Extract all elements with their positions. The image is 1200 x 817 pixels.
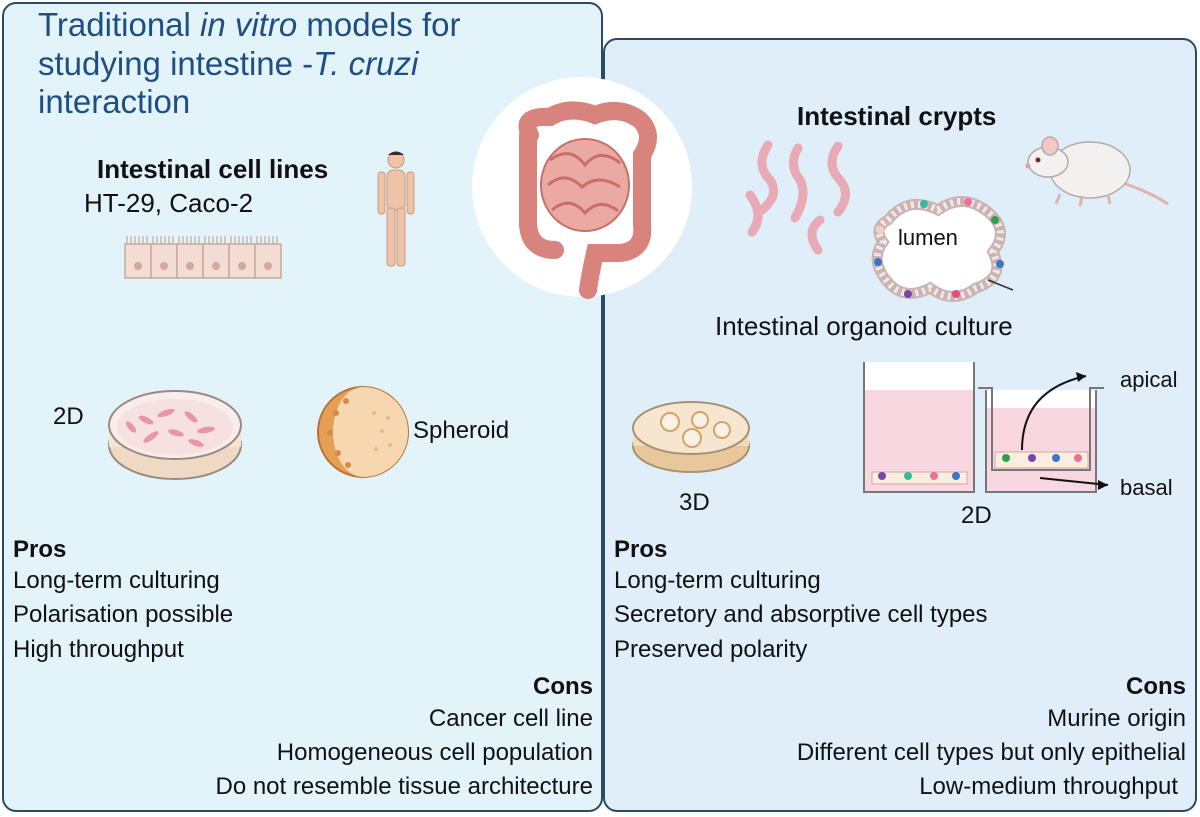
cell-lines-names: HT-29, Caco-2	[84, 188, 254, 218]
left-cons-item: Do not resemble tissue architecture	[215, 773, 593, 800]
basal-label: basal	[1120, 475, 1173, 500]
intestine-icon	[472, 77, 692, 299]
left-2d-label: 2D	[53, 403, 84, 430]
right-pros-item: Secretory and absorptive cell types	[614, 601, 988, 628]
left-pros-item: High throughput	[13, 636, 184, 663]
right-pros-item: Long-term culturing	[614, 567, 821, 594]
epithelial-cells-icon	[124, 236, 282, 279]
left-pros-item: Long-term culturing	[13, 567, 220, 594]
right-3d-label: 3D	[679, 489, 710, 516]
organoid-icon	[871, 196, 1014, 302]
transwell-icon	[863, 362, 1109, 493]
right-pros-heading: Pros	[614, 536, 668, 563]
human-figure-icon	[377, 151, 415, 267]
left-pros-item: Polarisation possible	[13, 601, 234, 628]
left-cons-item: Homogeneous cell population	[276, 739, 593, 766]
crypt-icon	[745, 140, 850, 255]
spheroid-icon	[317, 386, 409, 478]
left-pros-heading: Pros	[13, 536, 67, 563]
petri-dish-icon	[108, 390, 242, 480]
cell-lines-heading: Intestinal cell lines	[97, 154, 329, 184]
apical-label: apical	[1120, 367, 1178, 392]
right-pros-item: Preserved polarity	[614, 636, 808, 663]
petri-dish-3d-icon	[632, 401, 750, 473]
left-cons-item: Cancer cell line	[428, 705, 593, 732]
right-cons-item: Murine origin	[1047, 705, 1186, 732]
mouse-icon	[1025, 136, 1169, 207]
lumen-label: lumen	[898, 225, 958, 250]
right-cons-item: Different cell types but only epithelial	[796, 739, 1186, 766]
spheroid-label: Spheroid	[413, 417, 510, 444]
crypts-heading: Intestinal crypts	[797, 101, 997, 131]
right-cons-heading: Cons	[1126, 673, 1186, 700]
left-panel-title: Traditional in vitro models for studying…	[38, 6, 461, 121]
left-cons-heading: Cons	[533, 673, 593, 700]
right-cons-item: Low-medium throughput	[919, 773, 1178, 800]
organoid-title: Intestinal organoid culture	[715, 311, 1013, 341]
right-2d-label: 2D	[961, 502, 992, 529]
